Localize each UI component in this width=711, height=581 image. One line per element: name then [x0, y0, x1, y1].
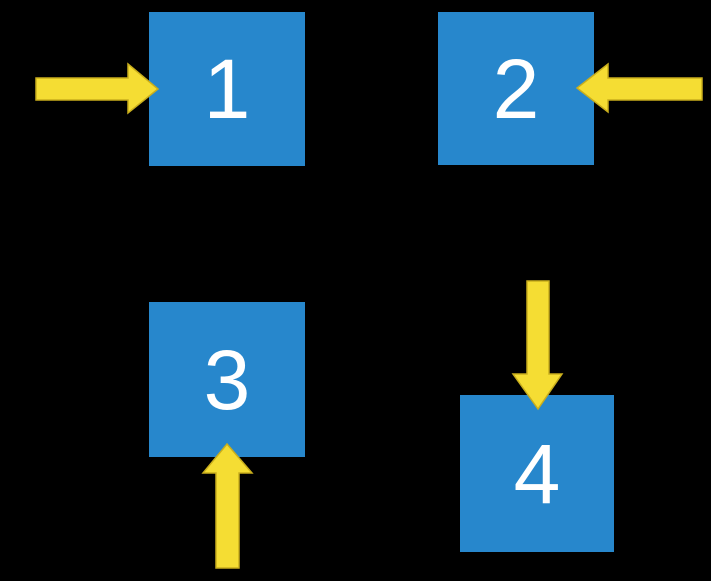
- square-3-label: 3: [203, 332, 251, 427]
- square-4-label: 4: [513, 426, 561, 521]
- square-1-label: 1: [203, 42, 251, 136]
- square-1[interactable]: 1: [149, 12, 305, 166]
- square-2[interactable]: 2: [438, 12, 594, 165]
- square-3[interactable]: 3: [149, 302, 305, 457]
- square-2-label: 2: [492, 41, 540, 136]
- arrow-right-icon: [35, 62, 160, 115]
- arrow-up-icon: [201, 442, 254, 569]
- arrow-left-icon: [575, 62, 703, 114]
- arrow-down-icon: [511, 280, 564, 411]
- square-4[interactable]: 4: [460, 395, 614, 552]
